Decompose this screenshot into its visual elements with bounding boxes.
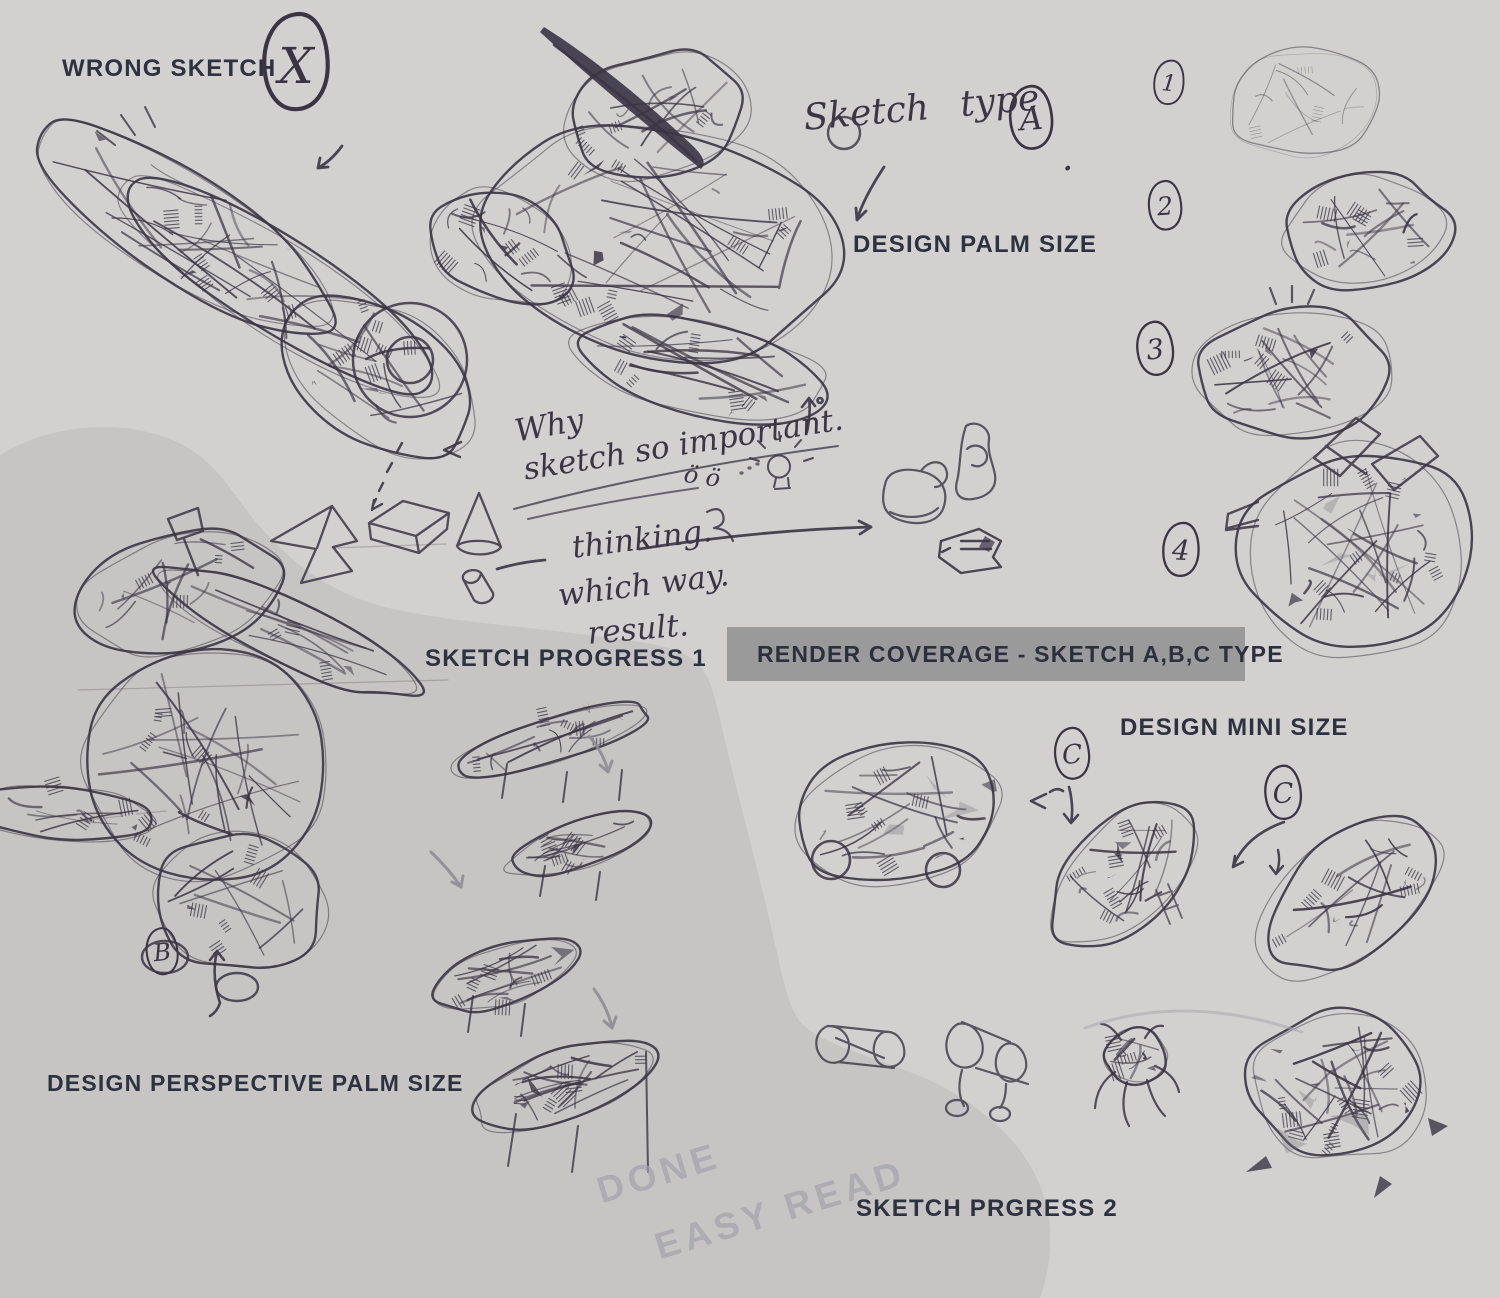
circled-number-1: 1	[1153, 59, 1185, 106]
cylinder-doodle-2	[944, 1020, 1030, 1123]
bridge-progress-sketch-2	[503, 809, 653, 901]
svg-text:4: 4	[1170, 533, 1190, 567]
important-up-arrow	[800, 396, 824, 434]
svg-text:2: 2	[1155, 191, 1174, 221]
sketch-prgress-2-label: SKETCH PRGRESS 2	[856, 1195, 1118, 1222]
circled-x-marker: X	[262, 12, 330, 112]
dashed-arrow-doodle	[370, 441, 404, 512]
thinking-left-dash	[495, 558, 547, 571]
sketch-type-period: .	[1062, 138, 1074, 179]
circled-b-marker: B	[145, 927, 179, 976]
bridge-progress-sketch-3	[431, 937, 582, 1037]
boot-doodle	[955, 422, 997, 501]
cylinder-primitive-doodle	[461, 569, 495, 605]
construction-lines	[77, 543, 449, 821]
render-coverage-header: RENDER COVERAGE - SKETCH A,B,C TYPE	[727, 627, 1283, 681]
thumbnail-sketch-3	[1191, 284, 1393, 440]
svg-text:1: 1	[1160, 70, 1177, 97]
underline-swoosh-1	[513, 445, 839, 510]
c1-chevron-arrow	[1029, 787, 1065, 810]
underline-swoosh-2	[527, 487, 699, 520]
circled-a-marker: A	[1008, 84, 1054, 150]
pencil-swoosh	[1083, 1009, 1304, 1034]
bridge-progress-sketch-1	[450, 700, 650, 803]
progress-arrow-3	[592, 987, 618, 1030]
wrong-sketch-drawing	[35, 106, 476, 460]
circled-c-marker-1: C	[1053, 726, 1091, 780]
svg-text:X: X	[274, 37, 315, 95]
mini-car-sketch	[794, 741, 1003, 889]
open-chevron-doodle	[442, 440, 463, 459]
design-perspective-palm-size-label: DESIGN PERSPECTIVE PALM SIZE	[47, 1070, 464, 1096]
sketch-type-arrow	[854, 165, 886, 222]
pouch-doodle	[882, 461, 949, 525]
b-up-arrow	[208, 949, 226, 1018]
c2-curl-arrow	[1231, 820, 1286, 869]
circled-c-marker-2: C	[1264, 764, 1303, 820]
lightbulb-doodle	[749, 431, 814, 490]
render-coverage-label: RENDER COVERAGE - SKETCH A,B,C TYPE	[757, 640, 1284, 667]
design-mini-size-label: DESIGN MINI SIZE	[1120, 714, 1349, 741]
cone-primitive-doodle	[455, 491, 503, 556]
x-arrow-doodle	[316, 144, 344, 170]
design-palm-size-label: DESIGN PALM SIZE	[853, 231, 1098, 258]
squiggle-doodle	[705, 508, 735, 543]
cylinder-doodle-1	[815, 1024, 906, 1070]
wrong-sketch-label: WRONG SKETCH	[62, 55, 277, 82]
box-primitive-doodle	[367, 499, 451, 555]
thumbnail-sketch-2	[1281, 170, 1457, 292]
thinking-right-arrow	[637, 519, 873, 551]
face-doodle-eyes: ö ö	[682, 460, 723, 493]
svg-text:B: B	[151, 937, 172, 967]
spider-bot-sketch	[1093, 1022, 1181, 1128]
mini-creature-sketch-c	[1254, 814, 1445, 982]
thumbnail-sketch-4	[1224, 416, 1474, 659]
svg-text:C: C	[1271, 776, 1294, 810]
bridge-progress-sketch-4	[471, 1039, 660, 1173]
wedge-primitive-doodle	[269, 504, 359, 585]
mini-gun-fill	[979, 536, 995, 552]
thumbnail-sketch-1	[1230, 46, 1381, 159]
progress-arrow-1	[587, 734, 614, 774]
mini-gun-doodle	[937, 527, 1003, 575]
c2-hook-arrow	[1268, 848, 1285, 876]
sketch-progress-1-label: SKETCH PROGRESS 1	[425, 645, 707, 672]
c1-down-arrow	[1062, 785, 1080, 825]
svg-text:3: 3	[1145, 332, 1166, 367]
circled-number-2: 2	[1147, 180, 1183, 231]
perspective-mech-sketch	[0, 506, 426, 1003]
progress-arrow-2	[429, 850, 465, 889]
svg-text:A: A	[1015, 99, 1044, 139]
detailed-bot-sketch	[1243, 1006, 1448, 1198]
mini-creature-sketch-b	[1050, 800, 1199, 948]
circled-number-4: 4	[1162, 521, 1200, 577]
dot-trail-doodle	[739, 462, 760, 475]
palm-size-mech-sketch	[429, 27, 862, 426]
circled-number-3: 3	[1136, 320, 1175, 376]
svg-text:C: C	[1061, 739, 1083, 771]
